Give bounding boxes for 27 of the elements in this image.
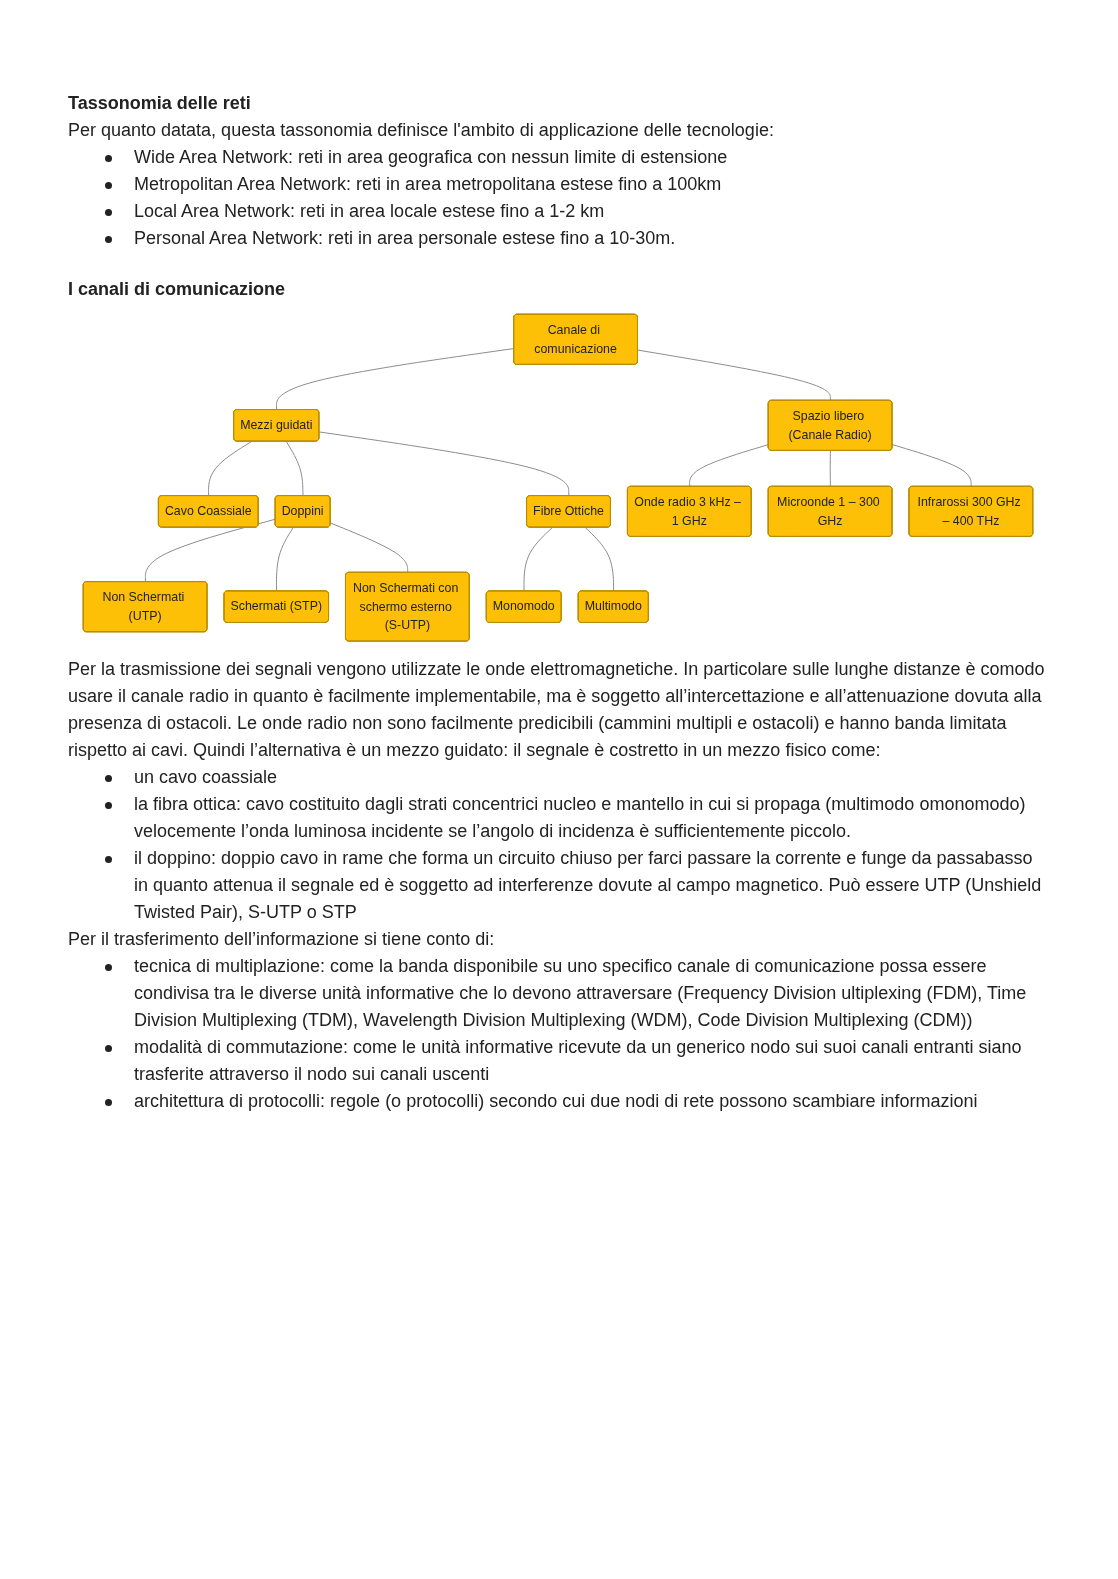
section-heading: Tassonomia delle reti [68,92,252,115]
connector [523,527,553,592]
paragraph: Per il trasferimento dell’informazione si tiene conto di: [68,928,496,952]
connector [891,444,972,488]
bullet-item: il doppino: doppio cavo in rame che forma un circuito chiuso per farci passare la corrente e funge da passabasso in quanto attenua il segnale ed è soggetto ad interferenze dovute al campo magnetico. Può essere UTP (Unshield Twisted Pair), S-UTP o STP [134,848,1042,923]
connector [208,440,253,497]
bullet-item: Metropolitan Area Network: reti in area metropolitana estese fino a 100km [134,174,722,194]
connector [276,348,515,411]
bullet-item: la fibra ottica: cavo costituito dagli strati concentrici nucleo e mantello in cui si propaga (multimodo omonomodo) velocemente l’onda luminosa incidente se l’angolo di incidenza è sufficientemente piccolo. [134,794,1026,842]
connector [285,440,304,497]
paragraph: Per la trasmissione dei segnali vengono utilizzate le onde elettromagnetiche. In particolare sulle lunghe distanze è comodo usare il canale radio in quanto è facilmente implementabile, ma è soggetto all’intercettazione e all’attenuazione dovuta alla presenza di ostacoli. Le onde radio non sono facilmente predicibili (cammini multipli e ostacoli) e hanno banda limitata rispetto ai cavi. Quindi l’alternativa è un mezzo guidato: il segnale è costretto in un mezzo fisico come: [68,658,1046,763]
section-heading: I canali di comunicazione [68,278,287,301]
paragraph: Per quanto datata, questa tassonomia definisce l'ambito di applicazione delle tecnologie: [68,119,775,142]
connector [330,522,409,574]
connector [637,349,831,402]
bullet-item: tecnica di multiplazione: come la banda disponibile su uno specifico canale di comunicazione possa essere condivisa tra le diverse unità informative che lo devono attraversare (Frequency Division ultiplexing (FDM), Time Division Multiplexing (TDM), Wavelength Division Multiplexing (WDM), Code Division Multiplexing (CDM)) [134,956,1027,1031]
connector [829,450,831,488]
connector [689,444,769,488]
bullet-item: Local Area Network: reti in area locale estese fino a 1-2 km [134,201,605,221]
bullet-item: Wide Area Network: reti in area geografica con nessun limite di estensione [134,147,728,167]
connector [276,527,294,592]
connector [144,518,276,583]
connector [584,527,615,592]
bullet-item: Personal Area Network: reti in area personale estese fino a 10-30m. [134,228,676,248]
bullet-item: un cavo coassiale [134,767,278,788]
bullet-item: architettura di protocolli: regole (o protocolli) secondo cui due nodi di rete possono scambiare informazioni [134,1091,978,1112]
connector [318,431,570,497]
